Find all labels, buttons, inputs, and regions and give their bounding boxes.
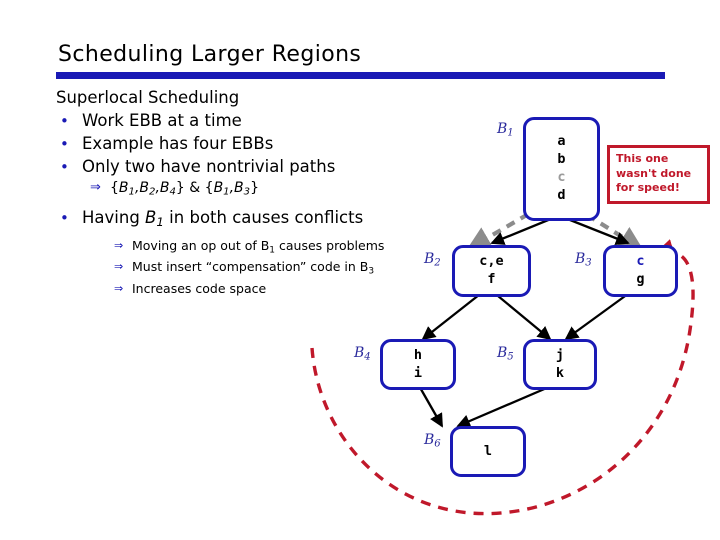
callout-line-1: This one bbox=[616, 152, 669, 165]
cfg-node-b4[interactable]: h i bbox=[380, 339, 456, 390]
sub-bullet-label: Must insert “compensation” code in B3 bbox=[132, 259, 375, 277]
body-text-column: Superlocal Scheduling • Work EBB at a ti… bbox=[56, 88, 456, 297]
cfg-node-b3[interactable]: c g bbox=[603, 245, 678, 297]
node-label-b1: B1 bbox=[497, 121, 514, 139]
sub-bullet-label: Increases code space bbox=[132, 280, 267, 296]
node-label-b4: B4 bbox=[354, 345, 371, 363]
bullet-label: Only two have nontrivial paths bbox=[82, 156, 336, 176]
op-d: d bbox=[557, 186, 566, 203]
callout-line-3: for speed! bbox=[616, 181, 680, 195]
sub-bullet-ebb-sets: ⇒ {B1,B2,B4} & {B1,B3} bbox=[56, 179, 456, 202]
bullet-marker-icon: • bbox=[60, 134, 69, 153]
bullet-marker-icon: • bbox=[60, 111, 69, 130]
bullet-label: Having B1 in both causes conflicts bbox=[82, 208, 364, 230]
op-f: f bbox=[487, 271, 496, 287]
bullet-item-2: • Example has four EBBs bbox=[56, 133, 456, 155]
node-label-b2: B2 bbox=[424, 251, 441, 269]
bullet-item-4: • Having B1 in both causes conflicts bbox=[56, 207, 456, 233]
sub-bullet-code-space: ⇒ Increases code space bbox=[56, 281, 456, 297]
op-k: k bbox=[555, 364, 565, 381]
bullet-marker-icon: • bbox=[60, 157, 69, 176]
op-b: b bbox=[557, 151, 566, 168]
op-a: a bbox=[557, 133, 566, 150]
op-c-compensation: c bbox=[636, 253, 645, 270]
section-heading: Superlocal Scheduling bbox=[56, 88, 240, 107]
op-g: g bbox=[636, 271, 645, 287]
cfg-node-b5[interactable]: j k bbox=[523, 339, 597, 390]
cfg-node-b6[interactable]: l bbox=[450, 426, 526, 477]
sub-bullet-compensation: ⇒ Must insert “compensation” code in B3 bbox=[56, 259, 456, 279]
cfg-node-b1[interactable]: a b c d bbox=[523, 117, 600, 221]
compensation-code-path bbox=[310, 239, 695, 516]
arrow-marker-icon: ⇒ bbox=[114, 260, 124, 274]
cfg-node-b2[interactable]: c,e f bbox=[452, 245, 531, 297]
bullet-marker-icon: • bbox=[60, 209, 69, 228]
bullet-label: Example has four EBBs bbox=[82, 133, 274, 153]
op-ce: c,e bbox=[479, 253, 504, 270]
op-c-moved: c bbox=[557, 169, 566, 185]
callout-line-2: wasn't done bbox=[616, 166, 692, 180]
sub-bullet-label: Moving an op out of B1 causes problems bbox=[132, 238, 385, 256]
op-j: j bbox=[555, 346, 565, 363]
op-h: h bbox=[413, 346, 423, 363]
node-label-b5: B5 bbox=[497, 345, 514, 363]
op-l: l bbox=[483, 442, 493, 459]
callout-box: This one wasn't done for speed! bbox=[607, 145, 710, 204]
page-title: Scheduling Larger Regions bbox=[58, 42, 362, 67]
title-underline-rule bbox=[56, 72, 665, 79]
arrow-marker-icon: ⇒ bbox=[114, 239, 124, 253]
arrow-marker-icon: ⇒ bbox=[90, 179, 101, 195]
op-i: i bbox=[413, 364, 423, 381]
bullet-item-1: • Work EBB at a time bbox=[56, 110, 456, 132]
bullet-label: Work EBB at a time bbox=[82, 110, 242, 130]
sub-bullet-moving-op: ⇒ Moving an op out of B1 causes problems bbox=[56, 238, 456, 258]
bullet-item-3: • Only two have nontrivial paths bbox=[56, 156, 456, 178]
node-label-b3: B3 bbox=[575, 251, 592, 269]
sub-bullet-label: {B1,B2,B4} & {B1,B3} bbox=[110, 179, 259, 198]
arrow-marker-icon: ⇒ bbox=[114, 281, 124, 295]
node-label-b6: B6 bbox=[424, 432, 441, 450]
